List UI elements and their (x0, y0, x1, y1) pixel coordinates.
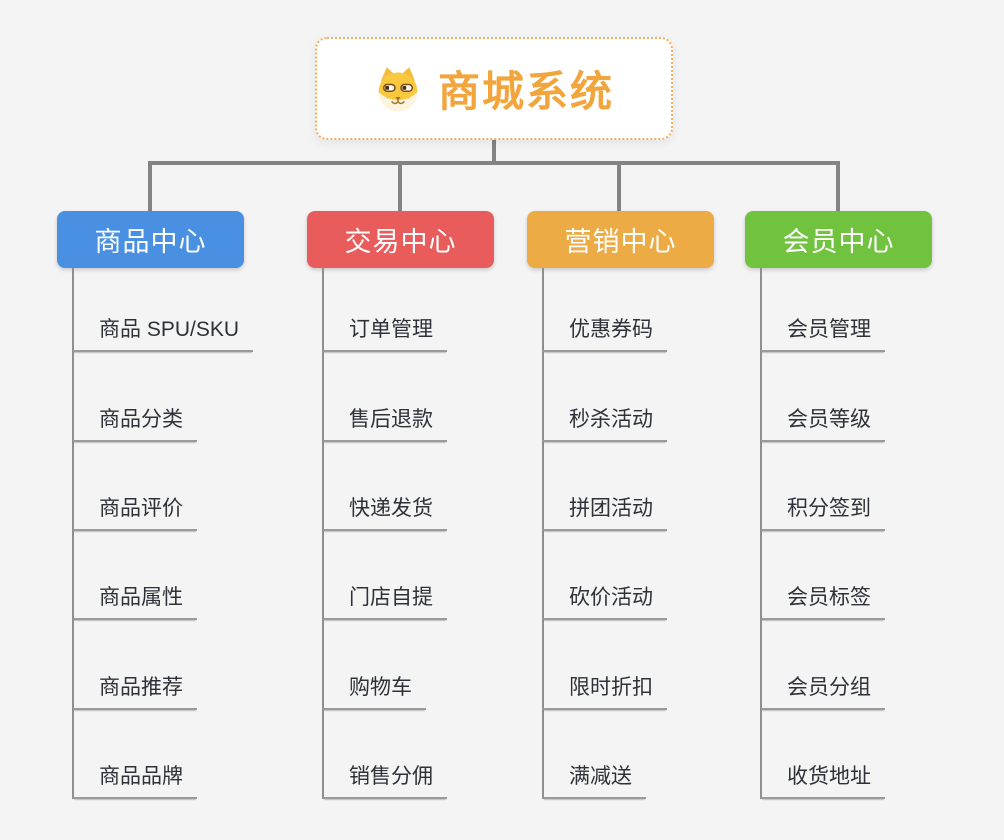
leaf-node[interactable]: 会员管理 (761, 314, 885, 352)
connector-drop-member (836, 161, 840, 211)
leaf-node[interactable]: 商品品牌 (73, 761, 197, 799)
connector-drop-trade (398, 161, 402, 211)
branch-column-trade: 交易中心 订单管理 售后退款 快递发货 门店自提 购物车 销售分佣 (307, 211, 577, 821)
leaf-node[interactable]: 拼团活动 (543, 493, 667, 531)
leaf-node[interactable]: 满减送 (543, 761, 646, 799)
root-title: 商城系统 (437, 68, 614, 115)
connector-root-rail (148, 161, 840, 165)
branch-node-product[interactable]: 商品中心 (57, 211, 244, 268)
leaf-node[interactable]: 商品 SPU/SKU (73, 314, 254, 352)
root-node[interactable]: 商城系统 (315, 37, 673, 140)
connector-drop-product (148, 161, 152, 211)
branch-node-marketing[interactable]: 营销中心 (527, 211, 714, 268)
connector-root-stem (492, 139, 496, 163)
branch-spine (322, 268, 324, 799)
leaf-node[interactable]: 销售分佣 (323, 761, 447, 799)
leaf-node[interactable]: 门店自提 (323, 582, 447, 620)
leaf-node[interactable]: 积分签到 (761, 493, 885, 531)
leaf-node[interactable]: 限时折扣 (543, 672, 667, 710)
connector-drop-marketing (617, 161, 621, 211)
leaf-node[interactable]: 优惠券码 (543, 314, 667, 352)
branch-spine (72, 268, 74, 799)
leaf-node[interactable]: 会员标签 (761, 582, 885, 620)
branch-node-trade[interactable]: 交易中心 (307, 211, 494, 268)
branch-column-member: 会员中心 会员管理 会员等级 积分签到 会员标签 会员分组 收货地址 (745, 211, 1004, 821)
leaf-node[interactable]: 会员分组 (761, 672, 885, 710)
leaf-node[interactable]: 商品推荐 (73, 672, 197, 710)
leaf-node[interactable]: 收货地址 (761, 761, 885, 799)
leaf-node[interactable]: 购物车 (323, 672, 426, 710)
branch-column-product: 商品中心 商品 SPU/SKU 商品分类 商品评价 商品属性 商品推荐 商品品牌 (57, 211, 327, 821)
leaf-node[interactable]: 商品属性 (73, 582, 197, 620)
branch-spine (760, 268, 762, 799)
dog-face-icon (374, 65, 422, 113)
leaf-node[interactable]: 商品分类 (73, 404, 197, 442)
leaf-node[interactable]: 会员等级 (761, 404, 885, 442)
branch-spine (542, 268, 544, 799)
leaf-node[interactable]: 砍价活动 (543, 582, 667, 620)
branch-column-marketing: 营销中心 优惠券码 秒杀活动 拼团活动 砍价活动 限时折扣 满减送 (527, 211, 797, 821)
leaf-node[interactable]: 商品评价 (73, 493, 197, 531)
leaf-node[interactable]: 秒杀活动 (543, 404, 667, 442)
leaf-node[interactable]: 快递发货 (323, 493, 447, 531)
leaf-node[interactable]: 订单管理 (323, 314, 447, 352)
leaf-node[interactable]: 售后退款 (323, 404, 447, 442)
branch-node-member[interactable]: 会员中心 (745, 211, 932, 268)
